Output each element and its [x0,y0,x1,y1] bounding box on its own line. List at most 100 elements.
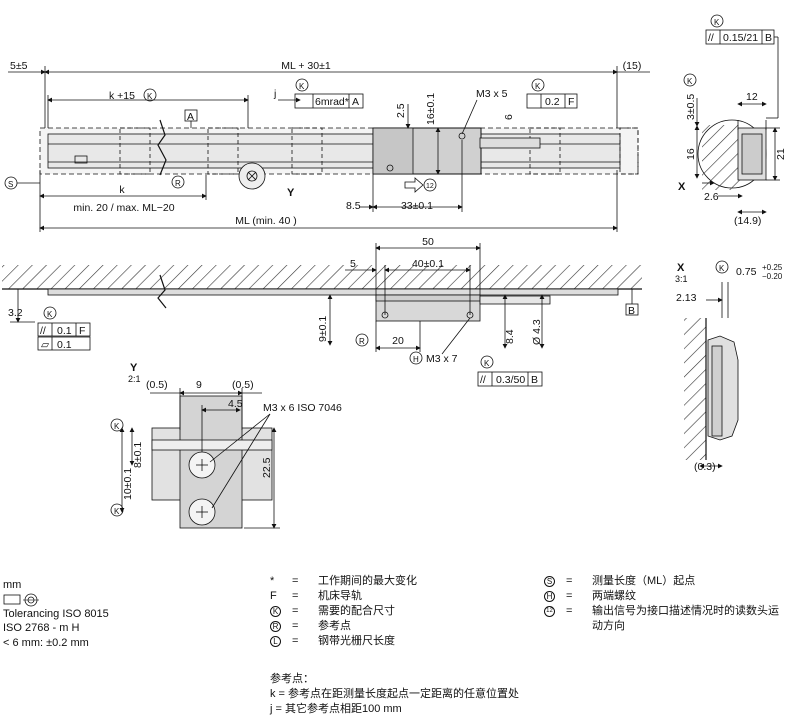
det-x-scale: 3:1 [675,274,688,284]
dim-01-b: 0.1 [57,339,72,351]
det-y-m3x6: M3 x 6 ISO 7046 [263,402,342,414]
det-y-9: 9 [196,379,202,391]
det-y-225: 22.5 [261,457,273,478]
dim-43: Ø 4.3 [531,319,543,345]
det-x-213: 2.13 [676,292,697,304]
legend-row: R=参考点 [270,619,417,634]
dim-15: (15) [623,60,642,72]
dim-ml40: ML (min. 40 ) [235,215,296,227]
circle-k-4: K [47,310,53,319]
projection-symbol-icon [3,593,109,607]
dim-50: 50 [422,236,434,248]
dim-20: 20 [392,335,404,347]
circle-k-3: K [535,82,541,91]
circle-k-10: K [719,264,725,273]
dim-16-01: 16±0.1 [425,93,437,125]
x-21: 21 [775,148,787,160]
dim-b-in-box: B [531,374,538,386]
tol-parallel-sym-2: // [480,374,486,386]
legend-col-1: *=工作期间的最大变化 F=机床导轨 K=需要的配合尺寸 R=参考点 L=钢带光… [270,574,417,649]
det-y-8: 8±0.1 [132,442,144,468]
legend-row: F=机床导轨 [270,590,362,602]
legend-row: 12=输出信号为接口描述情况时的读数头运 [544,604,796,619]
dim-m3x5: M3 x 5 [476,88,508,100]
legend-row: *=工作期间的最大变化 [270,575,417,587]
dim-a-in-box: A [352,96,359,108]
dim-9: 9±0.1 [317,316,329,342]
dim-01-a: 0.1 [57,325,72,337]
dim-k: k [119,184,125,196]
x-30-5: 3±0.5 [685,94,697,120]
reference-title: 参考点： [270,673,314,685]
dim-j: j [273,88,276,100]
label-y-marker: Y [287,187,295,199]
tolerancing-line-1: Tolerancing ISO 8015 [3,607,109,620]
det-y-05a: (0.5) [146,379,168,391]
label-x-marker: X [678,181,686,193]
circle-r: R [175,179,181,188]
unit-label: mm [3,579,22,591]
dim-6mrad: 6mrad* [315,96,349,108]
det-x-075: 0.75 [736,266,757,278]
legend-row: H=两端螺纹 [544,589,796,604]
datum-a: A [187,111,194,123]
x-top-b: B [765,32,772,44]
x-top-tol: 0.15/21 [723,32,758,44]
legend-row: 动方向 [592,620,625,632]
det-x-tol-up: +0.25 [762,263,783,272]
tolerancing-line-3: < 6 mm: ±0.2 mm [3,636,89,649]
dim-33: 33±0.1 [401,200,433,212]
dim-k-range: min. 20 / max. ML−20 [73,202,174,214]
dim-f: F [568,96,574,108]
circle-k-6: K [114,422,120,431]
tol-flat-sym: ▱ [41,339,50,351]
dim-84: 8.4 [504,329,516,344]
x-16: 16 [685,148,697,160]
dim-02: 0.2 [545,96,560,108]
tolerancing-block: mm Tolerancing ISO 8015 ISO 2768 - m H <… [3,578,109,650]
det-x-tol-dn: −0.20 [762,272,783,281]
circle-k-1: K [147,92,153,101]
legend-row: S=测量长度（ML）起点 [544,574,796,589]
dim-k15: k +15 [109,90,135,102]
side-view [2,243,642,387]
dim-m3x7: M3 x 7 [426,353,458,365]
circle-s: S [8,180,13,189]
dim-25: 2.5 [395,103,407,118]
detail-x [684,260,739,469]
reference-line-2: j = 其它参考点相距100 mm [270,703,402,715]
det-y-45: 4.5 [228,398,243,410]
circle-k-7: K [114,507,120,516]
dim-40: 40±0.1 [412,258,444,270]
top-view [4,66,650,232]
circle-k-5: K [484,359,490,368]
det-y-title: Y [130,362,138,374]
legend-col-2: S=测量长度（ML）起点 H=两端螺纹 12=输出信号为接口描述情况时的读数头运… [544,574,796,634]
dim-32: 3.2 [8,307,23,319]
dim-5pm5: 5±5 [10,60,28,72]
dim-6: 6 [503,114,515,120]
tolerancing-line-2: ISO 2768 - m H [3,622,80,634]
circle-k-8: K [714,18,720,27]
circle-12: 12 [426,183,434,190]
det-y-05b: (0.5) [232,379,254,391]
x-149: (14.9) [734,215,761,227]
section-x [683,14,780,215]
legend-row: K=需要的配合尺寸 [270,604,417,619]
x-26: 2.6 [704,191,719,203]
circle-h: H [413,355,419,364]
circle-k-2: K [299,82,305,91]
dim-85: 8.5 [346,200,361,212]
reference-line-1: k = 参考点在距测量长度起点一定距离的任意位置处 [270,688,520,700]
circle-r-2: R [359,337,365,346]
dim-5: 5 [350,258,356,270]
dim-03-50: 0.3/50 [496,374,525,386]
detail-y [110,388,280,529]
dim-f-2: F [79,325,85,337]
datum-b: B [628,305,635,317]
det-x-03: (0.3) [694,461,716,473]
det-y-10: 10±0.1 [122,468,134,500]
det-y-scale: 2:1 [128,374,141,384]
det-x-title: X [677,262,685,274]
